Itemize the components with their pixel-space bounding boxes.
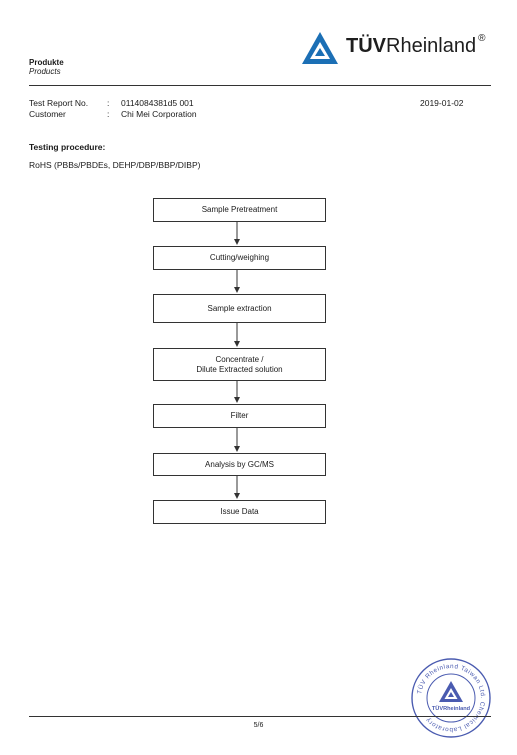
flow-step-issue: Issue Data <box>153 500 326 524</box>
customer-label: Customer <box>29 109 66 119</box>
logo-registered-mark: ® <box>478 33 486 44</box>
header-label-de: Produkte <box>29 58 64 67</box>
customer-sep: : <box>107 109 110 119</box>
flow-step-filter: Filter <box>153 404 326 428</box>
report-date: 2019-01-02 <box>420 98 464 108</box>
section-title: Testing procedure: <box>29 142 106 152</box>
logo-wordmark: TÜVRheinland® <box>346 33 486 58</box>
tuv-logo: TÜVRheinland® <box>301 30 501 66</box>
flow-step-extraction: Sample extraction <box>153 294 326 323</box>
tuv-triangle-icon <box>302 32 338 64</box>
flow-step-pretreatment: Sample Pretreatment <box>153 198 326 222</box>
customer-value: Chi Mei Corporation <box>121 109 197 119</box>
flow-step-analysis: Analysis by GC/MS <box>153 453 326 476</box>
footer-divider <box>29 716 491 717</box>
logo-regular: Rheinland <box>386 35 477 57</box>
report-no-label: Test Report No. <box>29 98 89 108</box>
report-no-sep: : <box>107 98 110 108</box>
flow-step-concentrate: Concentrate / Dilute Extracted solution <box>153 348 326 381</box>
page-number: 5/6 <box>253 722 264 729</box>
test-scope: RoHS (PBBs/PBDEs, DEHP/DBP/BBP/DIBP) <box>29 160 201 170</box>
header-label-en: Products <box>29 67 61 76</box>
report-no-value: 0114084381d5 001 <box>121 98 194 108</box>
flow-step-cutting: Cutting/weighing <box>153 246 326 270</box>
logo-bold: TÜV <box>346 35 386 57</box>
header-divider <box>29 85 491 86</box>
laboratory-stamp: TÜV Rheinland Taiwan Ltd. Chemical Labor… <box>411 658 491 738</box>
stamp-center-text: TÜVRheinland <box>432 705 471 712</box>
